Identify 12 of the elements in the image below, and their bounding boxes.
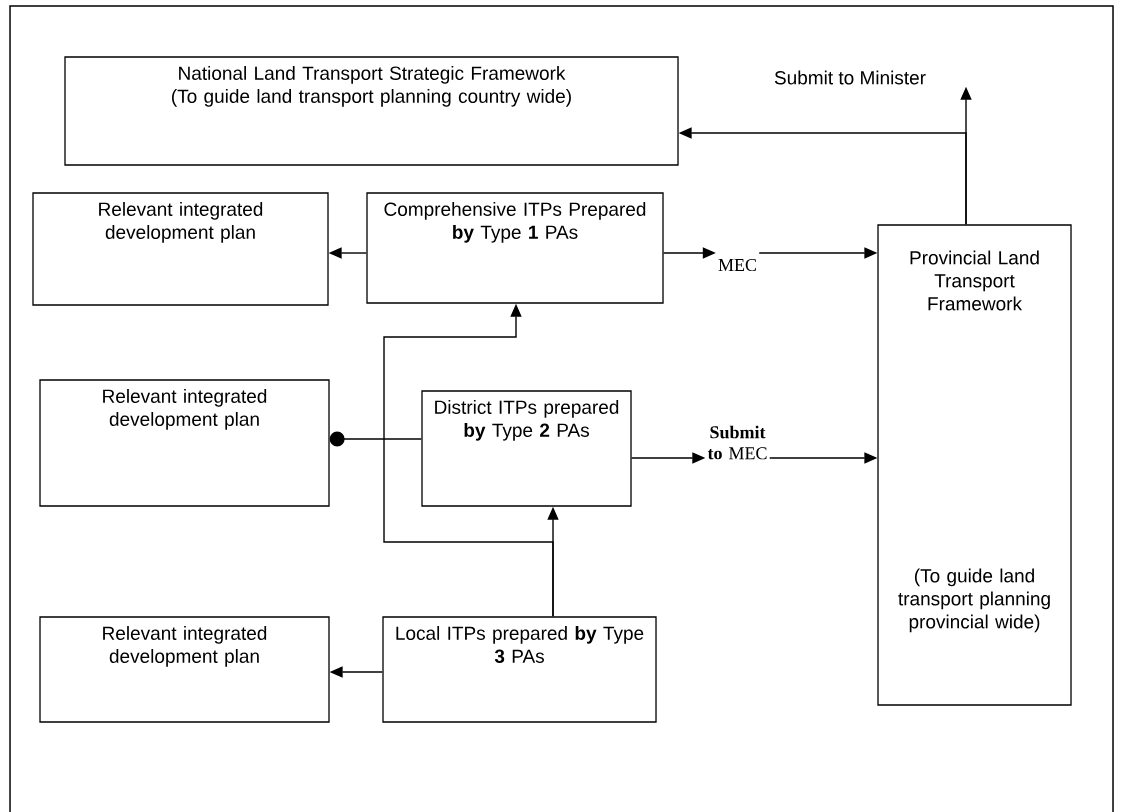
process-box: Local ITPs prepared by Type 3 PAs xyxy=(382,616,657,723)
step-label: MEC xyxy=(718,258,756,272)
process-box: Relevant integrated development plan xyxy=(39,616,330,723)
connector-line xyxy=(329,431,423,447)
process-box: National Land Transport Strategic Framework (To guide land transport planning country wide) xyxy=(64,56,679,166)
process-box: District ITPs prepared by Type 2 PAs xyxy=(421,390,632,507)
step-label: Submit to Minister xyxy=(774,70,926,85)
process-box: Comprehensive ITPs Prepared by Type 1 PAs xyxy=(366,192,664,304)
process-box: Relevant integrated development plan xyxy=(32,192,329,306)
process-box: Relevant integrated development plan xyxy=(39,379,330,507)
step-label: Submit to MEC xyxy=(707,425,767,460)
process-box: Provincial Land Transport Framework (To guide land transport planning provincial wide) xyxy=(877,224,1072,706)
